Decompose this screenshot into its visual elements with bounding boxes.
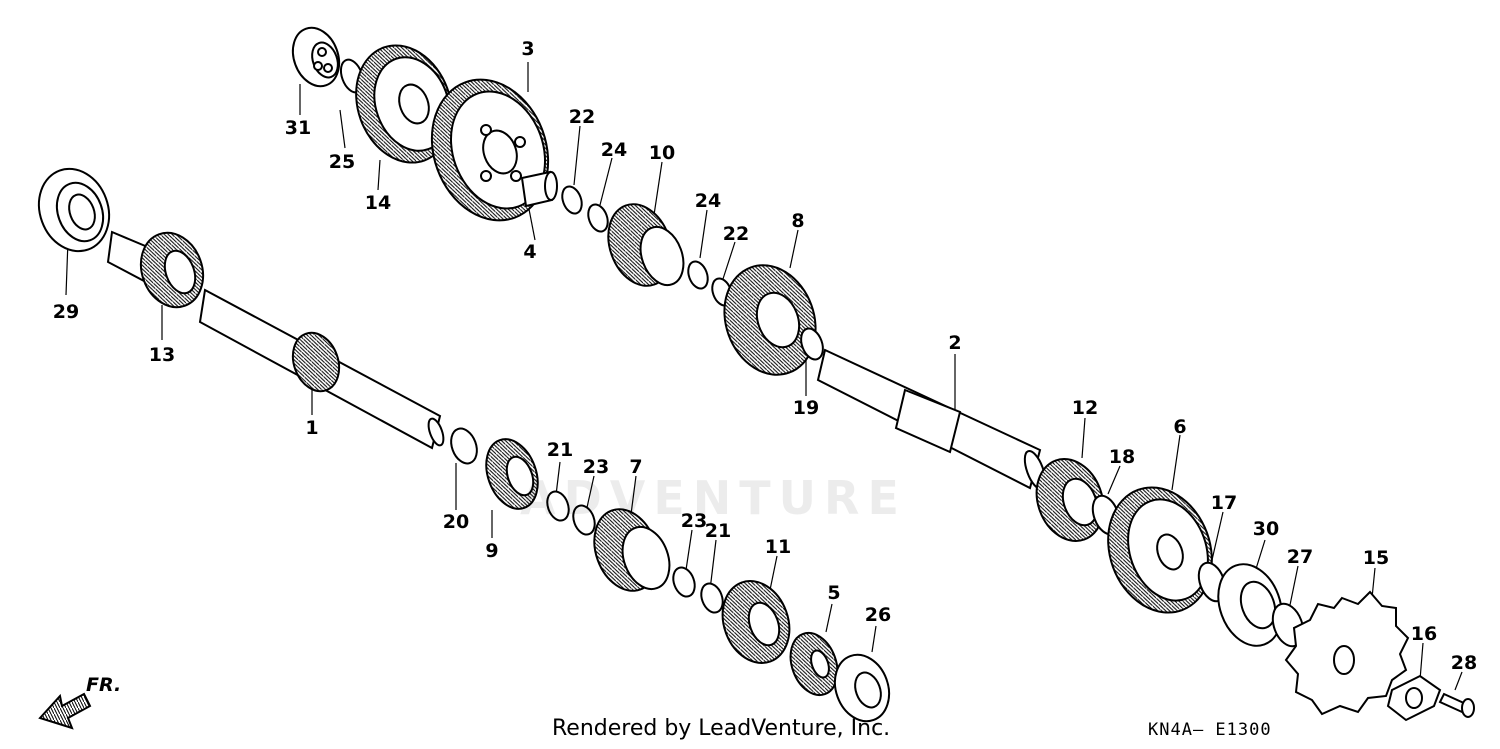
callout-28: 28 <box>1450 652 1478 674</box>
callout-31: 31 <box>284 117 312 139</box>
diagram-code: KN4A— E1300 <box>1148 720 1272 740</box>
callout-17: 17 <box>1210 492 1238 514</box>
leader-lines <box>65 62 1463 691</box>
front-direction-label: FR. <box>86 674 122 696</box>
callout-22-lower: 22 <box>722 223 750 245</box>
callout-8: 8 <box>791 210 805 232</box>
callout-21-left: 21 <box>546 439 574 461</box>
callout-23-right: 23 <box>680 510 708 532</box>
gear-13 <box>106 230 205 309</box>
callout-27: 27 <box>1286 546 1314 568</box>
lower-washers <box>546 490 724 614</box>
callout-5: 5 <box>827 582 841 604</box>
callout-11: 11 <box>764 536 792 558</box>
watermark: ADVENTURE <box>520 471 907 525</box>
callout-14: 14 <box>364 192 392 214</box>
callout-3: 3 <box>521 38 535 60</box>
callout-22-upper: 22 <box>568 106 596 128</box>
callout-21-right: 21 <box>704 520 732 542</box>
callout-15: 15 <box>1362 547 1390 569</box>
bearing-31 <box>291 26 341 88</box>
gear-5 <box>789 632 839 696</box>
callout-30: 30 <box>1252 518 1280 540</box>
washer-20 <box>450 427 478 465</box>
callout-26: 26 <box>864 604 892 626</box>
gear-8 <box>723 264 817 376</box>
upper-washers <box>561 185 733 307</box>
callout-23-left: 23 <box>582 456 610 478</box>
washer-19 <box>800 327 824 361</box>
callout-24-upper: 24 <box>600 139 628 161</box>
callout-19: 19 <box>792 397 820 419</box>
countershaft-2 <box>816 348 1047 490</box>
front-direction-arrow <box>38 692 92 730</box>
gear-11 <box>721 580 791 664</box>
callout-29: 29 <box>52 301 80 323</box>
gear-9 <box>485 438 539 510</box>
callout-7: 7 <box>629 456 643 478</box>
bearing-29 <box>37 167 111 253</box>
bolt-28 <box>1438 692 1475 718</box>
gear-6 <box>1107 486 1213 614</box>
callout-13: 13 <box>148 344 176 366</box>
gear-12 <box>1035 458 1105 542</box>
bearing-26 <box>833 653 891 723</box>
sprocket-15 <box>1284 590 1410 716</box>
callout-10: 10 <box>648 142 676 164</box>
bushing-4 <box>520 170 558 208</box>
callout-2: 2 <box>948 332 962 354</box>
callout-20: 20 <box>442 511 470 533</box>
gear-7 <box>593 508 671 592</box>
callout-9: 9 <box>485 540 499 562</box>
callout-24-lower: 24 <box>694 190 722 212</box>
mainshaft-1 <box>198 288 445 450</box>
gear-10 <box>607 203 685 287</box>
callout-1: 1 <box>305 417 319 439</box>
callout-12: 12 <box>1071 397 1099 419</box>
callout-25: 25 <box>328 151 356 173</box>
callout-4: 4 <box>523 241 537 263</box>
bearing-30 <box>1217 563 1283 647</box>
callout-16: 16 <box>1410 623 1438 645</box>
plate-16 <box>1386 674 1442 722</box>
callout-6: 6 <box>1173 416 1187 438</box>
gear-14 <box>355 44 453 164</box>
credit-text: Rendered by LeadVenture, Inc. <box>552 716 891 741</box>
callout-18: 18 <box>1108 446 1136 468</box>
